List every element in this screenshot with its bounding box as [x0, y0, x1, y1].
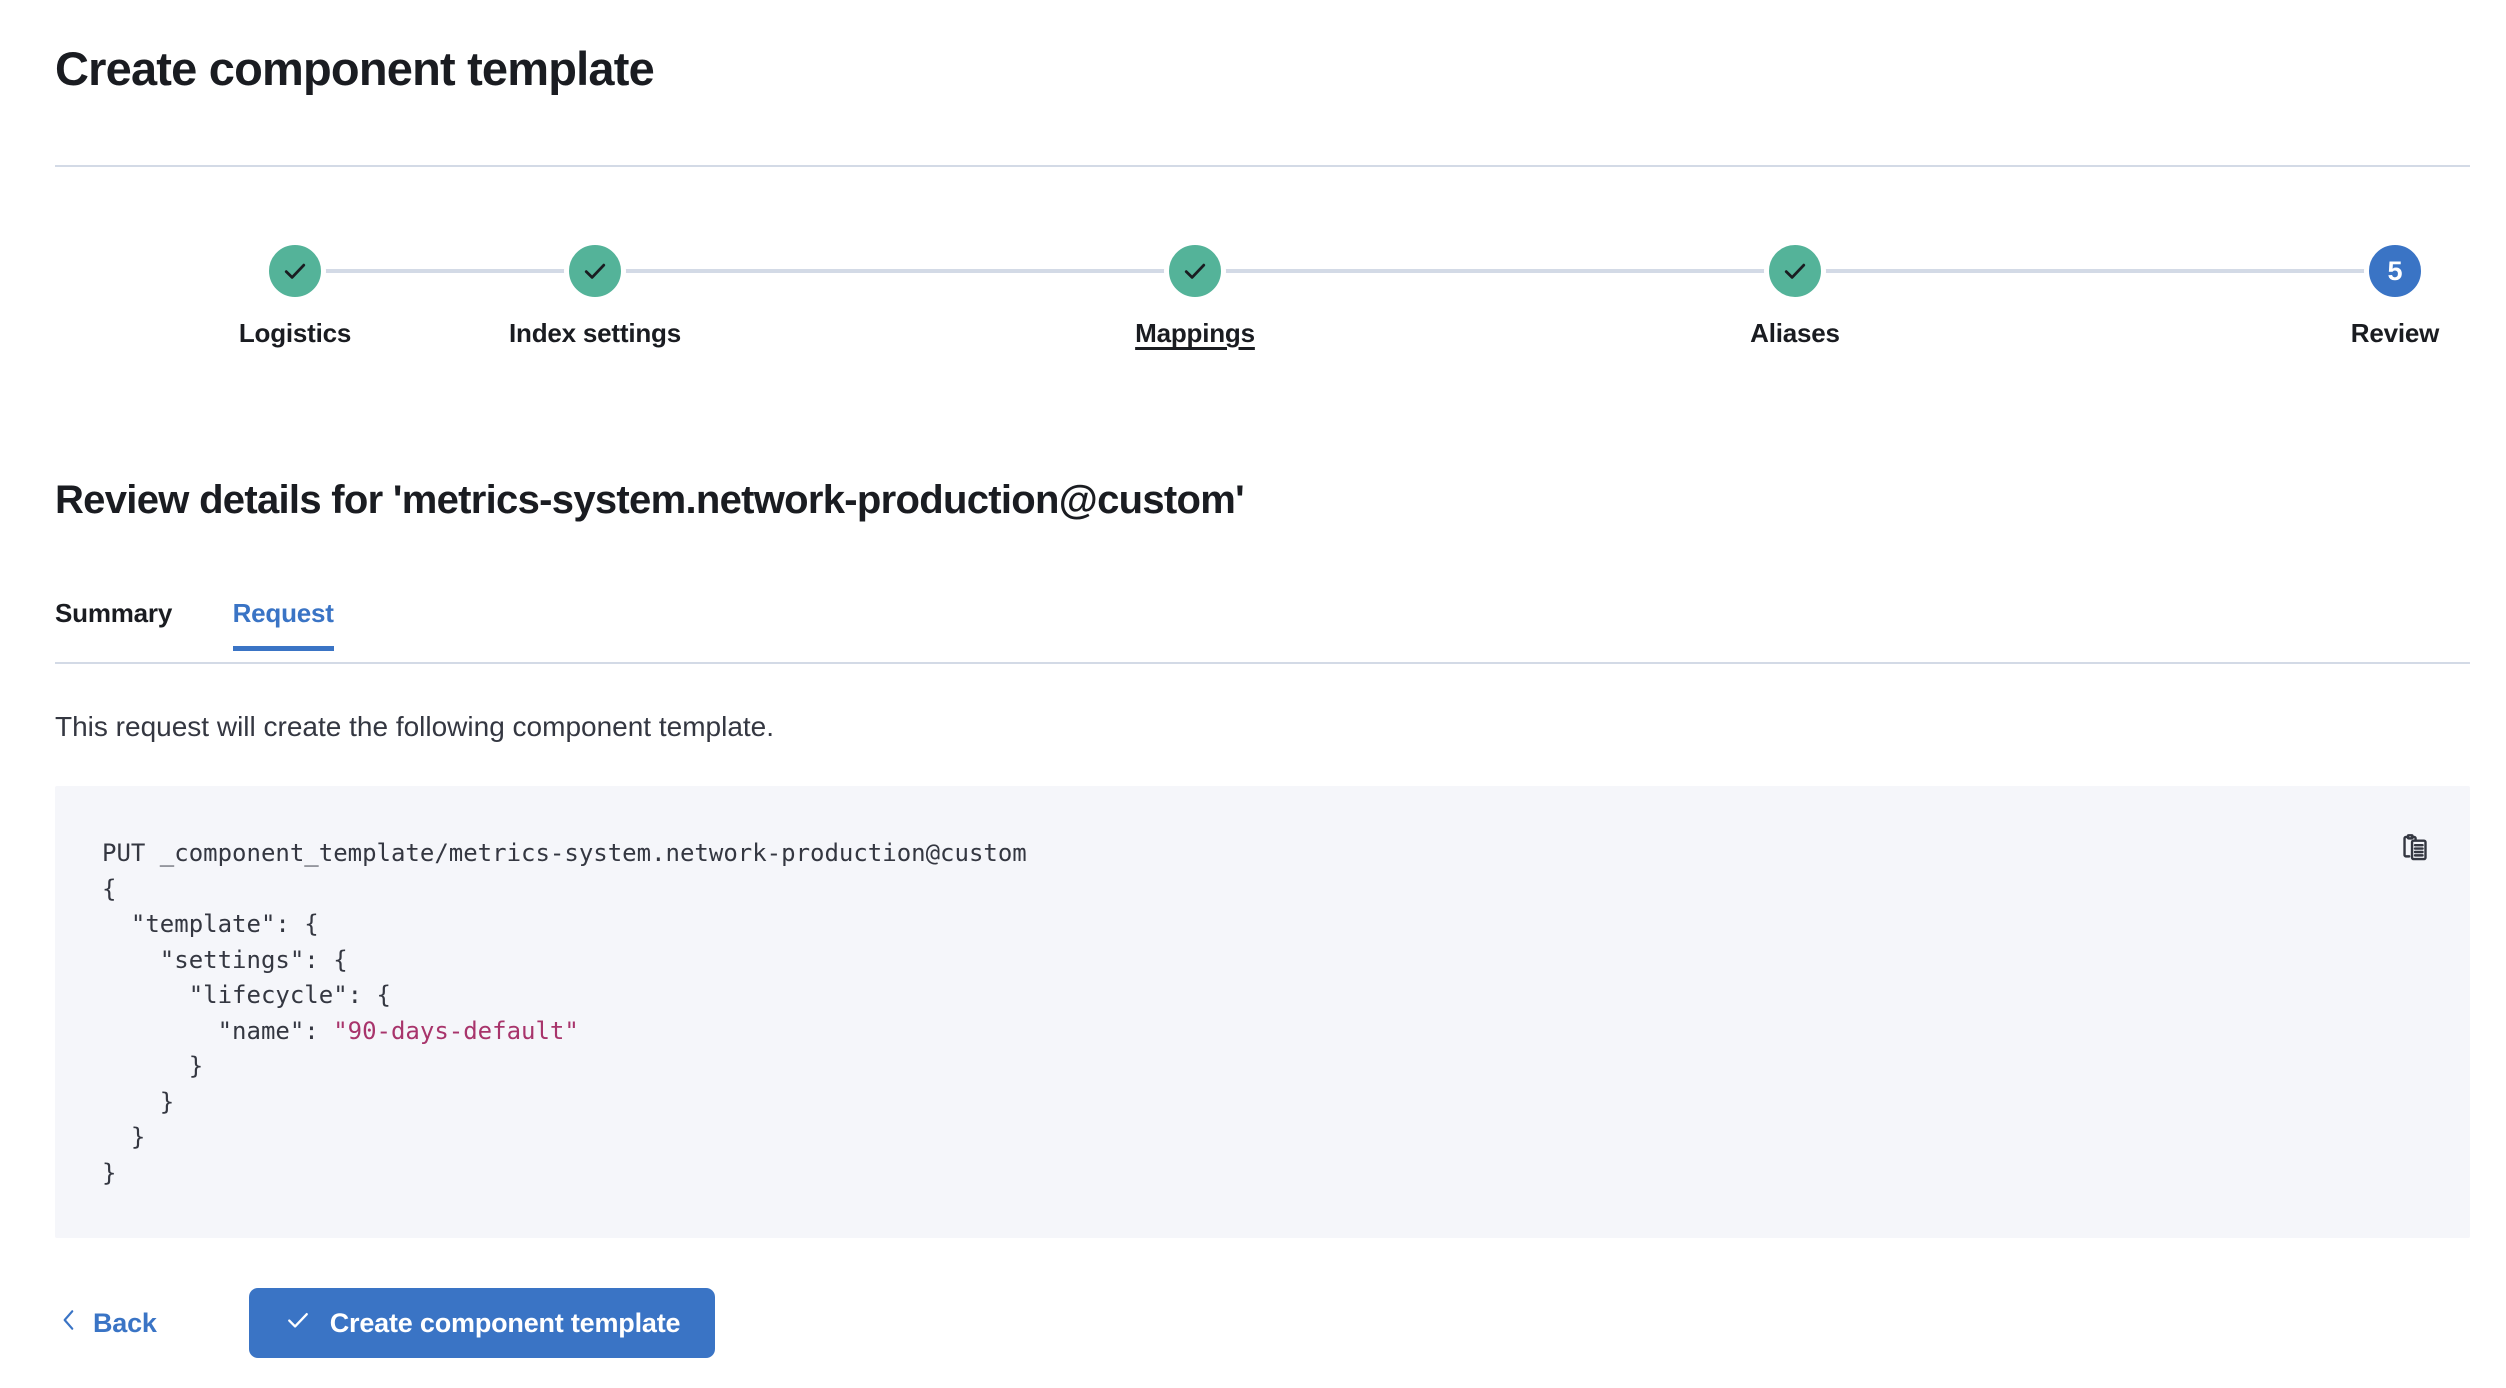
- step-logistics-label: Logistics: [238, 318, 352, 348]
- request-code-panel: PUT _component_template/metrics-system.n…: [55, 786, 2470, 1238]
- step-logistics-circle: [264, 240, 326, 302]
- step-connector-4: [1795, 269, 2395, 273]
- chevron-left-icon: [59, 1307, 79, 1340]
- step-mappings-circle: [1164, 240, 1226, 302]
- back-button[interactable]: Back: [55, 1299, 161, 1348]
- tab-summary[interactable]: Summary: [55, 598, 173, 628]
- wizard-stepper: Logistics Index settings Mapping: [55, 240, 2470, 400]
- check-icon: [1181, 257, 1209, 285]
- step-connector-1: [295, 269, 655, 273]
- check-icon: [284, 1306, 312, 1341]
- wizard-footer-actions: Back Create component template: [55, 1288, 716, 1358]
- step-review-number: 5: [2387, 255, 2403, 286]
- step-aliases[interactable]: Aliases: [1595, 240, 1995, 349]
- request-description: This request will create the following c…: [55, 711, 775, 742]
- header-divider: [55, 165, 2470, 167]
- check-icon: [281, 257, 309, 285]
- tab-request[interactable]: Request: [232, 598, 334, 651]
- code-line-6: }: [102, 1087, 175, 1116]
- code-line-8: }: [102, 1158, 117, 1187]
- step-review-label: Review: [2350, 318, 2440, 348]
- step-aliases-label: Aliases: [1750, 318, 1840, 348]
- step-index-settings-circle: [564, 240, 626, 302]
- check-icon: [1781, 257, 1809, 285]
- code-lifecycle-name-value: "90-days-default": [333, 1016, 579, 1045]
- step-index-settings-label: Index settings: [508, 318, 681, 348]
- page-title: Create component template: [55, 42, 655, 95]
- code-line-7: }: [102, 1123, 146, 1151]
- create-component-template-button[interactable]: Create component template: [248, 1288, 716, 1358]
- tabs-underline: [55, 662, 2470, 664]
- step-index-settings[interactable]: Index settings: [395, 240, 795, 349]
- back-button-label: Back: [93, 1307, 157, 1338]
- request-code-block: PUT _component_template/metrics-system.n…: [102, 836, 1027, 1191]
- code-method-line: PUT _component_template/metrics-system.n…: [102, 839, 1027, 867]
- step-connector-3: [1195, 269, 1855, 273]
- code-line-5: }: [102, 1052, 204, 1080]
- step-mappings[interactable]: Mappings: [995, 240, 1395, 349]
- code-line-2: "settings": {: [102, 945, 348, 974]
- code-line-0: {: [102, 874, 117, 903]
- step-review-circle: 5: [2364, 240, 2426, 302]
- copy-clipboard-icon: [2400, 833, 2434, 870]
- review-details-heading: Review details for 'metrics-system.netwo…: [55, 478, 1245, 522]
- step-logistics[interactable]: Logistics: [95, 240, 495, 349]
- create-component-template-button-label: Create component template: [329, 1307, 681, 1338]
- review-tabs: Summary Request: [55, 598, 2470, 664]
- step-aliases-circle: [1764, 240, 1826, 302]
- step-connector-2: [595, 269, 1255, 273]
- code-line-4: "name":: [102, 1016, 334, 1045]
- step-review[interactable]: 5 Review: [2195, 240, 2506, 349]
- code-line-1: "template": {: [102, 910, 319, 938]
- copy-to-clipboard-button[interactable]: [2394, 828, 2440, 874]
- step-mappings-label: Mappings: [1135, 318, 1255, 348]
- code-line-3: "lifecycle": {: [102, 981, 391, 1009]
- check-icon: [581, 257, 609, 285]
